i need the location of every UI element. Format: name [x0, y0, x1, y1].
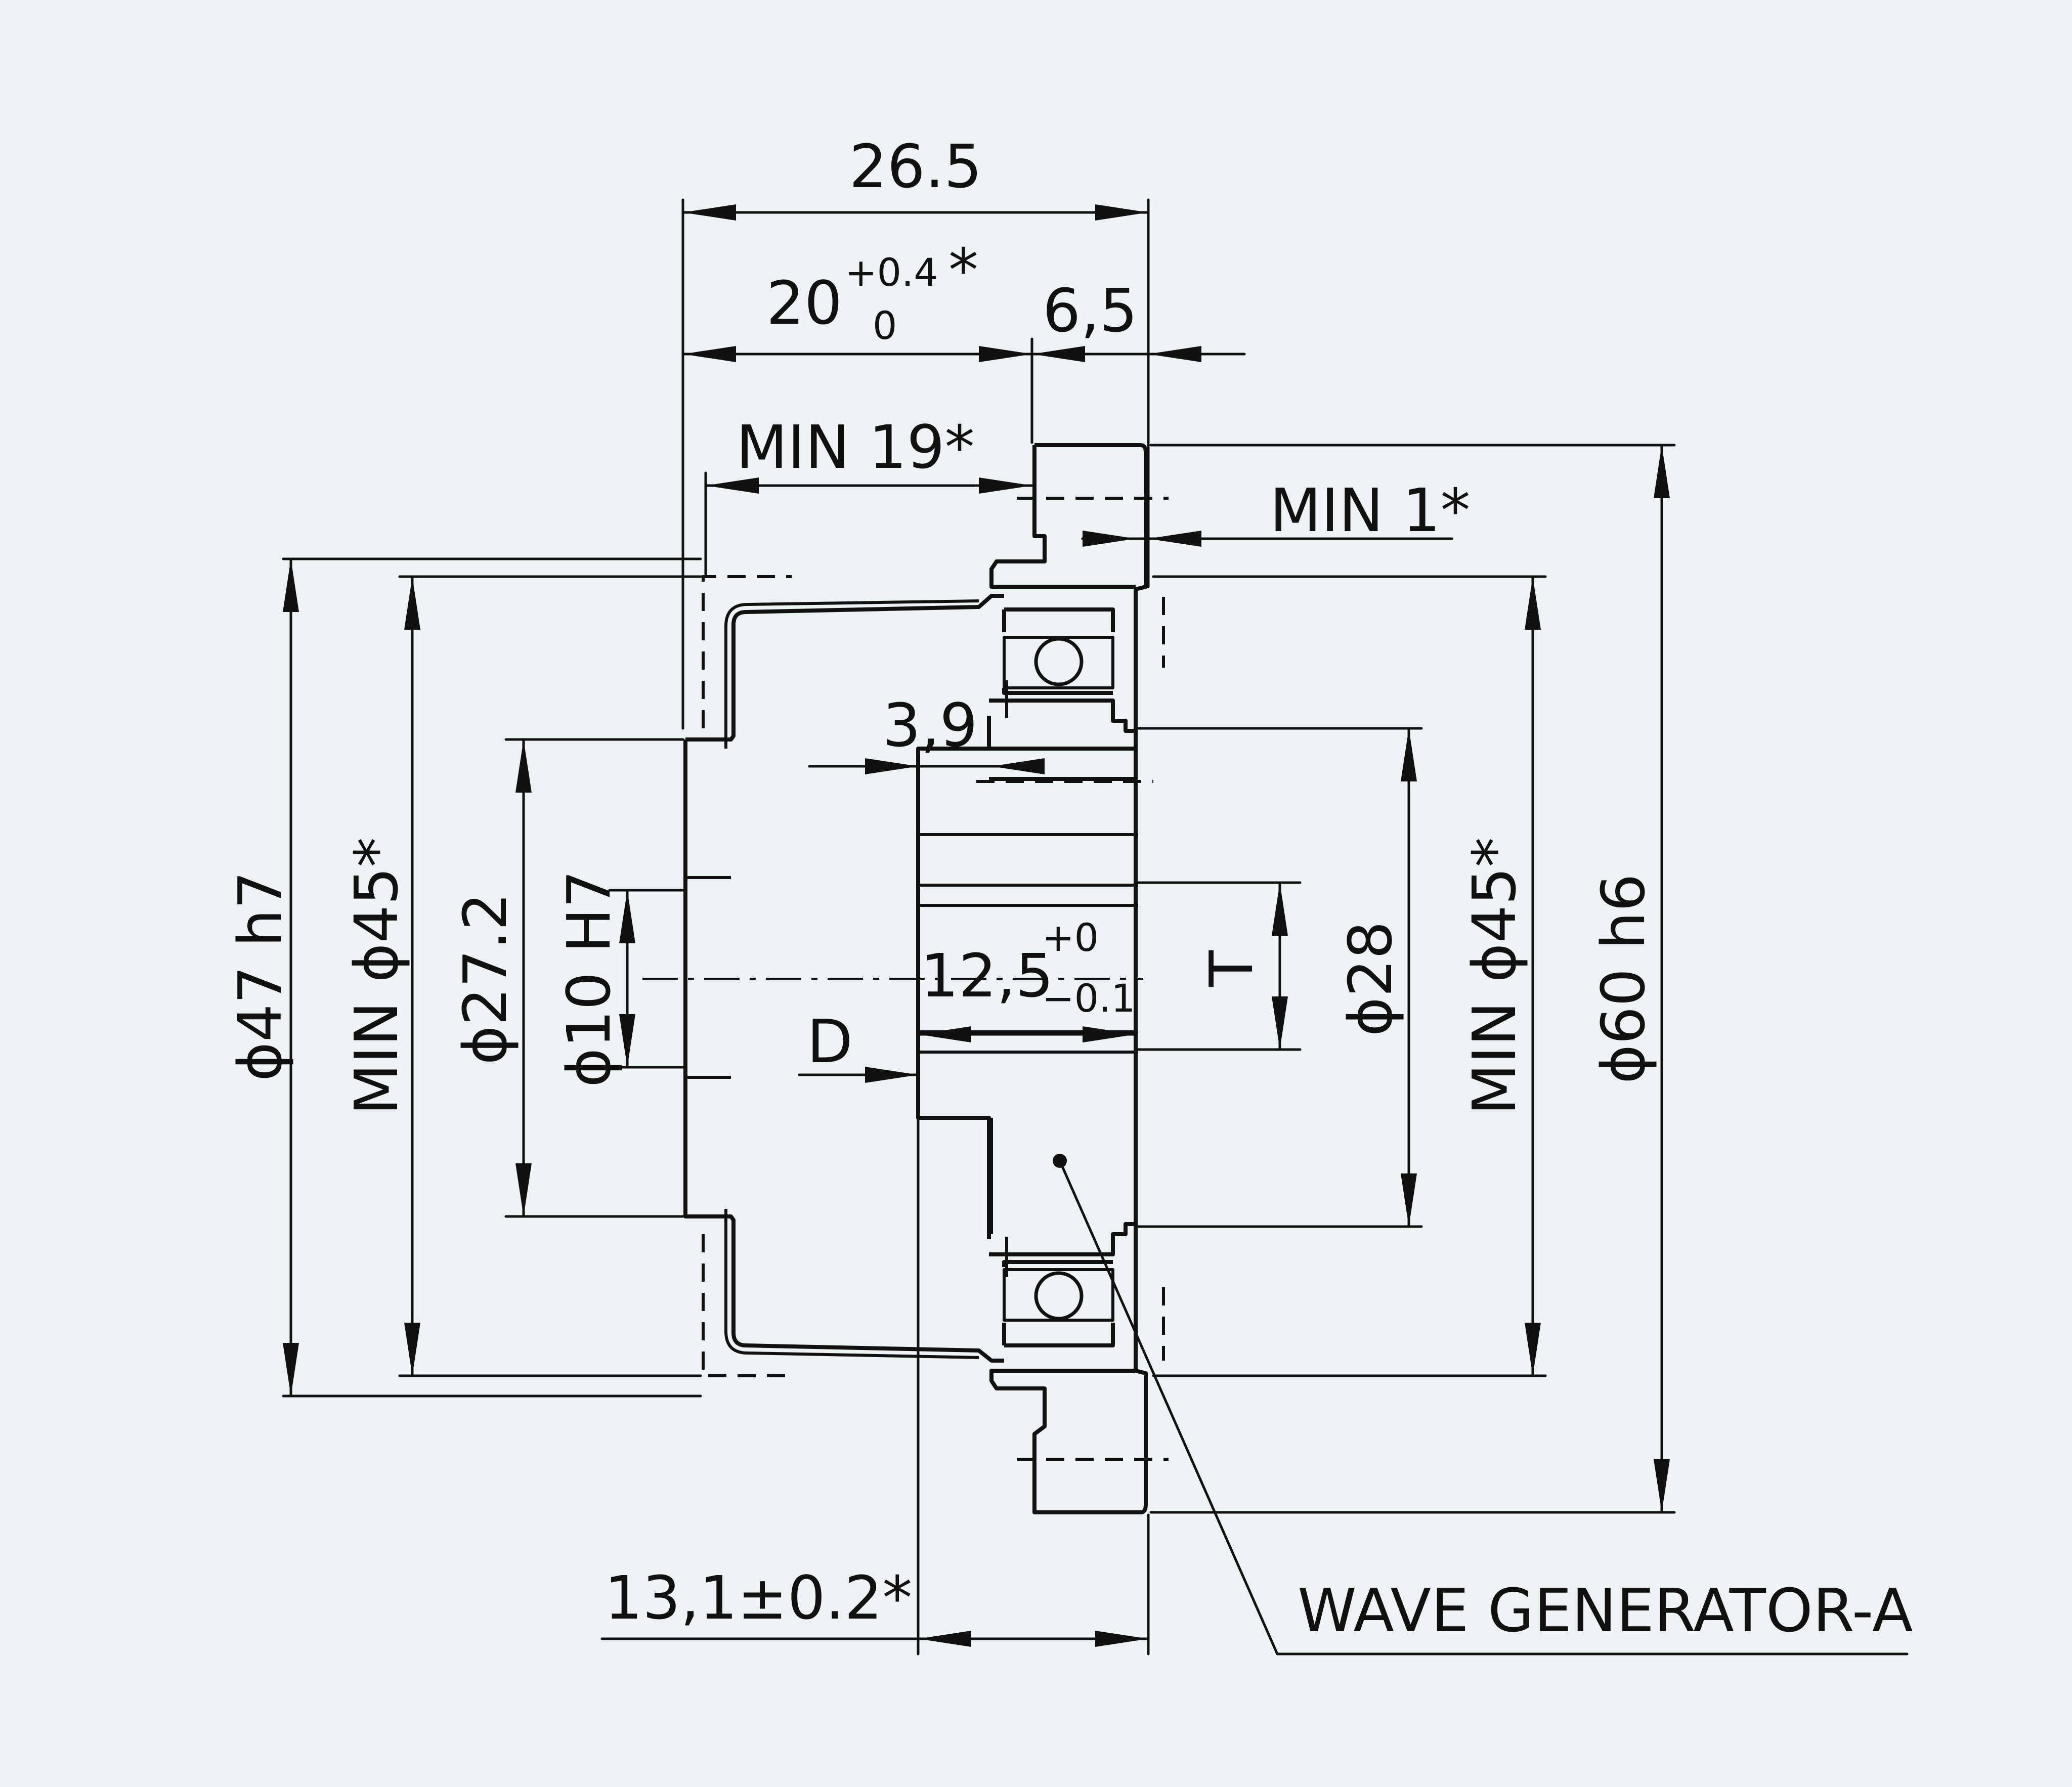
dim-d-label: D — [807, 1007, 853, 1076]
hub-outline — [683, 594, 1004, 1363]
dim-length-20: 20 — [766, 268, 842, 338]
dim-dia-min45-right: MIN ϕ45* — [1459, 837, 1529, 1115]
dim-width-125: 12,5 — [921, 941, 1054, 1011]
dim-min-1: MIN 1* — [1270, 475, 1470, 545]
dim-width-125-tol-upper: +0 — [1042, 915, 1099, 960]
dim-length-20-tol-lower: 0 — [873, 303, 897, 348]
dim-overall-length: 26.5 — [849, 132, 982, 201]
dim-min-19: MIN 19* — [736, 412, 975, 482]
dim-dia-28: ϕ28 — [1335, 921, 1405, 1036]
envelope-dashed — [702, 575, 792, 1377]
dim-dia-47: ϕ47 h7 — [225, 871, 295, 1081]
dim-t-label: T — [1196, 950, 1266, 987]
dim-dia-272: ϕ27.2 — [450, 893, 520, 1065]
bearing-ball-top — [1034, 637, 1084, 686]
dim-length-20-star: * — [948, 235, 978, 305]
part-outline — [642, 443, 1169, 1514]
dim-dia-min45-left: MIN ϕ45* — [341, 837, 411, 1115]
extension-lines — [282, 198, 1676, 1655]
dim-dia-10: ϕ10 H7 — [554, 870, 624, 1087]
wave-generator-leader — [1053, 1154, 1909, 1655]
dimension-lines — [283, 204, 1670, 1647]
dim-width-39: 3,9 — [883, 690, 978, 760]
dim-width-125-tol-lower: −0.1 — [1042, 976, 1136, 1021]
bearing-top-races — [987, 607, 1136, 781]
dim-length-131: 13,1±0.2* — [605, 1563, 912, 1633]
dim-flange-thickness: 6,5 — [1043, 276, 1138, 345]
dim-dia-60: ϕ60 h6 — [1588, 874, 1658, 1083]
bearing-ball-bottom — [1034, 1271, 1084, 1321]
hub-inner-outline — [724, 599, 979, 1359]
dim-length-20-tol-upper: +0.4 — [845, 250, 938, 295]
flange-outline — [989, 443, 1148, 1514]
flange-outline-top — [989, 445, 1136, 589]
bearing-bottom-races — [989, 1222, 1136, 1347]
wave-generator-label: WAVE GENERATOR-A — [1298, 1576, 1913, 1645]
